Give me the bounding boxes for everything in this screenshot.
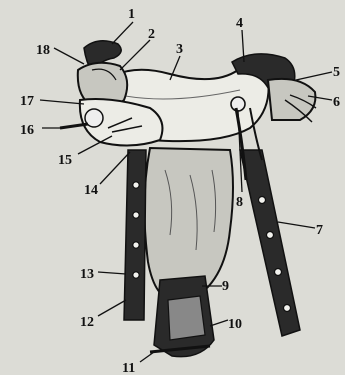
label-4: 4 xyxy=(236,16,243,31)
label-17: 17 xyxy=(20,94,34,109)
label-14: 14 xyxy=(84,183,98,198)
label-18: 18 xyxy=(36,43,50,58)
label-15: 15 xyxy=(58,153,72,168)
label-8: 8 xyxy=(236,195,243,210)
label-3: 3 xyxy=(176,42,183,57)
rear-rosette xyxy=(231,97,245,111)
rear-housing xyxy=(268,79,315,120)
label-1: 1 xyxy=(128,7,135,22)
label-16: 16 xyxy=(20,123,34,138)
label-12: 12 xyxy=(80,315,94,330)
label-13: 13 xyxy=(80,267,94,282)
label-2: 2 xyxy=(148,27,155,42)
label-9: 9 xyxy=(222,279,229,294)
label-7: 7 xyxy=(316,223,323,238)
stirrup-leather xyxy=(124,150,146,320)
label-6: 6 xyxy=(333,95,340,110)
label-5: 5 xyxy=(333,65,340,80)
label-11: 11 xyxy=(122,361,135,375)
label-10: 10 xyxy=(228,317,242,332)
